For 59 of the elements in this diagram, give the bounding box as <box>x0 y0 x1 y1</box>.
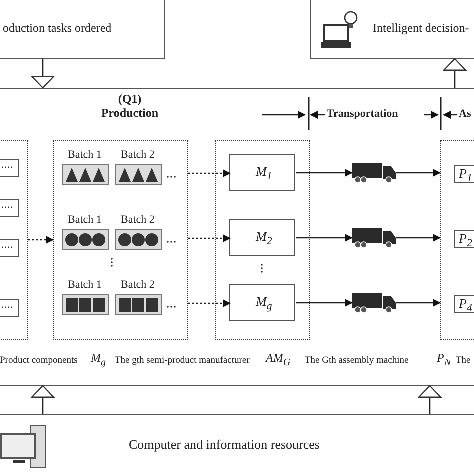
node-symbol: P$_{1}$ <box>459 166 472 185</box>
batch-heading: Batch 1 <box>68 279 102 291</box>
truck-icon <box>352 162 396 182</box>
node-symbol: M$_{2}$ <box>256 229 272 248</box>
arrow <box>418 385 442 414</box>
legend-text: The <box>456 356 471 366</box>
component-box <box>0 159 19 177</box>
component-box <box>0 299 19 317</box>
arrow <box>296 234 353 242</box>
batch-heading: Batch 2 <box>121 149 155 161</box>
stage-heading: Transportation <box>327 108 398 120</box>
stage-heading: (Q1) Production <box>100 92 160 120</box>
arrow <box>28 236 54 244</box>
arrow <box>188 170 231 178</box>
arrow <box>396 169 441 177</box>
legend-text: The gth semi-product manufacturer <box>115 356 250 366</box>
process-box <box>0 0 165 59</box>
process-box <box>310 0 474 59</box>
arrow <box>188 300 231 308</box>
product-box <box>454 295 474 313</box>
legend-symbol: AM$_{G}$ <box>266 351 291 368</box>
manufacturer-box <box>229 219 295 256</box>
system-frame <box>0 88 474 386</box>
truck-icon <box>352 228 396 248</box>
truck-icon <box>352 292 396 312</box>
stage-group <box>214 140 310 340</box>
arrow <box>443 58 467 88</box>
node-symbol: P$_{2}$ <box>459 231 472 250</box>
manufacturer-box <box>229 284 295 321</box>
arrow <box>31 59 55 89</box>
stage-group <box>440 140 474 340</box>
node-symbol: M$_{1}$ <box>256 164 272 183</box>
batch-heading: Batch 1 <box>68 149 102 161</box>
node-text: oduction tasks ordered <box>3 21 112 36</box>
batch-heading: Batch 2 <box>121 214 155 226</box>
arrow <box>188 234 231 242</box>
node-symbol: M$_{g}$ <box>256 294 272 313</box>
arrow <box>31 385 55 414</box>
node-text: Computer and information resources <box>129 437 320 453</box>
stage-group <box>0 140 28 340</box>
legend-symbol: P$_{N}$ <box>437 351 452 368</box>
arrow <box>396 299 441 307</box>
arrow <box>396 234 441 242</box>
node-symbol: P$_{4}$ <box>459 296 472 315</box>
component-box <box>0 199 19 217</box>
stage-heading: As <box>459 108 472 120</box>
stage-group <box>52 140 188 340</box>
batch-heading: Batch 2 <box>121 279 155 291</box>
arrow <box>296 169 353 177</box>
legend-text: Product components <box>0 356 78 366</box>
arrow <box>296 299 353 307</box>
legend-symbol: M$_{g}$ <box>91 351 106 368</box>
node-text: Intelligent decision- <box>373 21 470 36</box>
product-box <box>454 230 474 248</box>
manufacturer-box <box>229 154 295 191</box>
batch-heading: Batch 1 <box>68 214 102 226</box>
legend-text: The Gth assembly machine <box>305 356 409 366</box>
product-box <box>454 165 474 183</box>
component-box <box>0 239 19 257</box>
